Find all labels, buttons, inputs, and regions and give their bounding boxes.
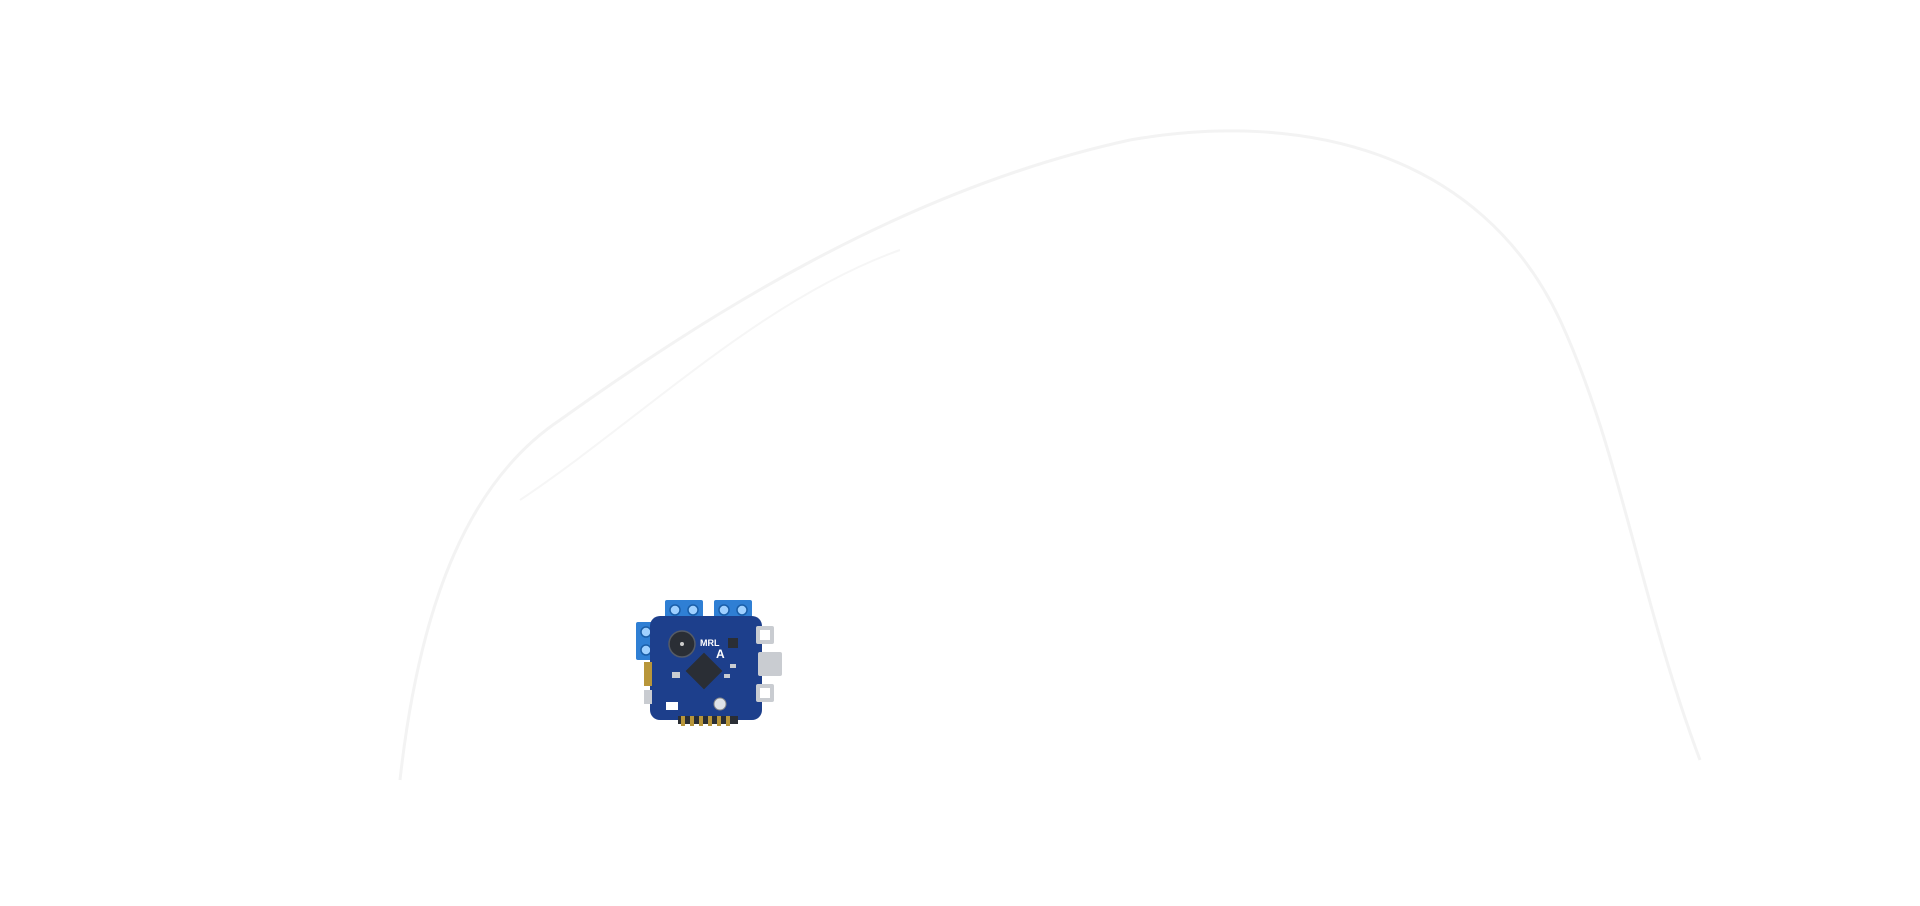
usb-connector-right [758, 652, 782, 676]
faint-inner-line [519, 249, 901, 501]
connector-right-top [756, 626, 774, 644]
silkscreen-label: MRL [700, 638, 720, 648]
pin-header-bottom [678, 716, 738, 726]
connector-right-bottom [756, 684, 774, 702]
faint-arc-line [398, 129, 1702, 781]
silkscreen-logo: A [716, 647, 725, 661]
microcontroller-chip [685, 652, 723, 690]
pcb-board-illustration: MRL A [636, 600, 782, 726]
